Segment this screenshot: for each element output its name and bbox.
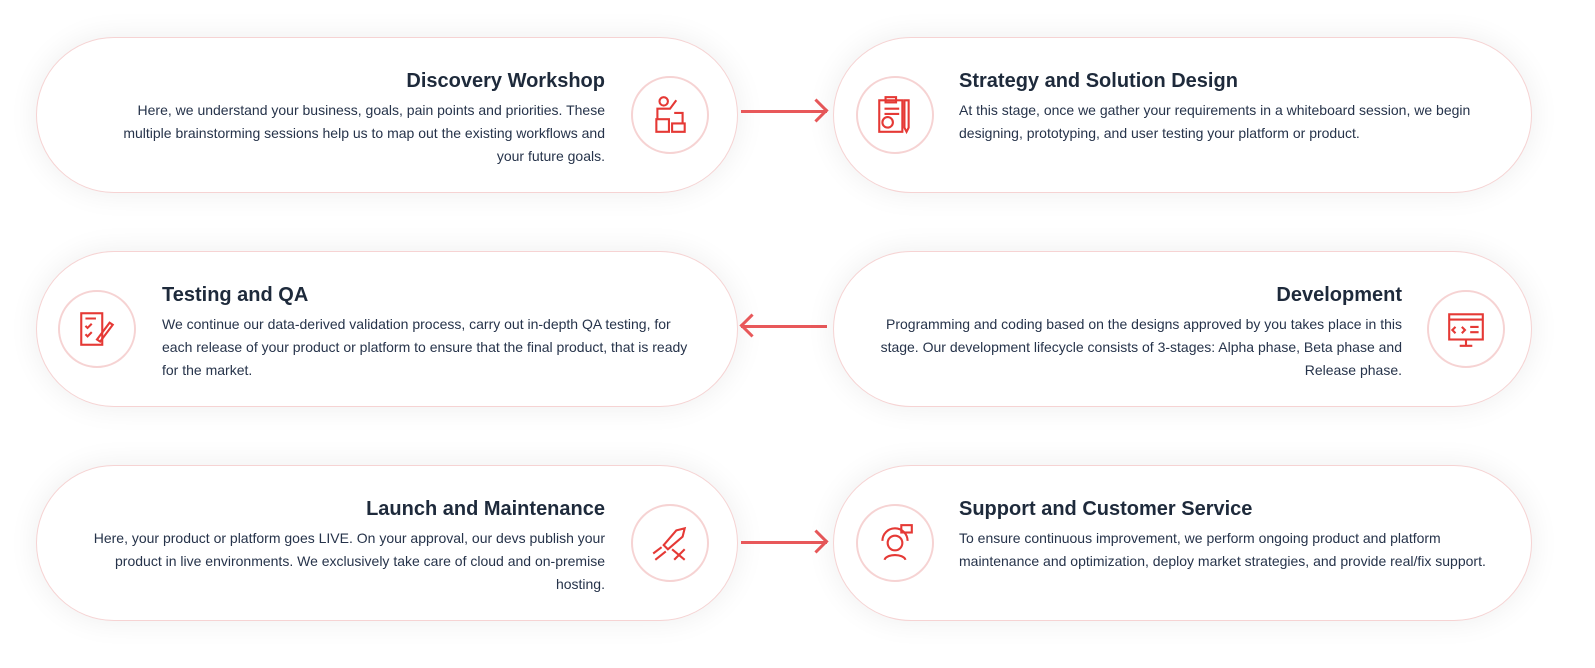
workshop-icon	[631, 76, 709, 154]
step-description: Programming and coding based on the desi…	[880, 316, 1402, 378]
support-agent-icon	[856, 504, 934, 582]
checklist-icon	[58, 290, 136, 368]
step-description: Here, we understand your business, goals…	[123, 102, 605, 164]
step-card-strategy: Strategy and Solution Design At this stag…	[833, 37, 1532, 193]
step-title: Strategy and Solution Design	[959, 70, 1238, 92]
flow-arrow-right	[741, 541, 827, 544]
step-description: We continue our data-derived validation …	[162, 316, 688, 378]
step-title: Discovery Workshop	[406, 70, 605, 92]
step-title: Launch and Maintenance	[366, 498, 605, 520]
step-title: Development	[1276, 284, 1402, 306]
step-title: Testing and QA	[162, 284, 309, 306]
code-monitor-icon	[1427, 290, 1505, 368]
flow-arrow-left	[741, 325, 827, 328]
step-card-support: Support and Customer Service To ensure co…	[833, 465, 1532, 621]
step-description: Here, your product or platform goes LIVE…	[93, 530, 605, 592]
step-description: At this stage, once we gather your requi…	[959, 102, 1471, 141]
step-title: Support and Customer Service	[959, 498, 1253, 520]
clipboard-strategy-icon	[856, 76, 934, 154]
step-card-testing: Testing and QA We continue our data-deriv…	[36, 251, 738, 407]
step-description: To ensure continuous improvement, we per…	[959, 530, 1486, 569]
flow-arrow-right	[741, 110, 827, 113]
rocket-tools-icon	[631, 504, 709, 582]
